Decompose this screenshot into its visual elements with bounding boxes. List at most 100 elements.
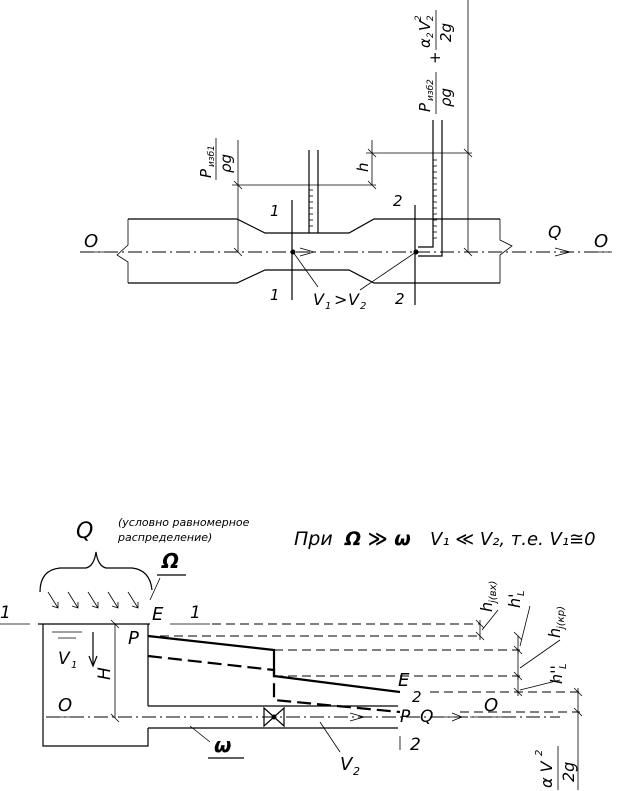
section-1-bottom-label: 1 bbox=[270, 286, 280, 304]
omega-small-leader bbox=[189, 725, 211, 743]
hj-kr-label: h j(кр) bbox=[545, 606, 567, 638]
dim-p2-tick bbox=[463, 148, 473, 158]
svg-text:2: 2 bbox=[412, 688, 422, 706]
note-line-2: распределение) bbox=[117, 531, 212, 544]
leader-hl2 bbox=[519, 679, 561, 691]
two-g-label: 2g bbox=[437, 23, 455, 42]
pitot-tube-outer bbox=[418, 120, 434, 248]
O-right-label: O bbox=[484, 695, 498, 716]
condition-rel: Ω ≫ ω bbox=[344, 528, 411, 550]
pipe-flow-arrow bbox=[349, 712, 366, 722]
velocity-head-label: α V 2 2g bbox=[534, 746, 578, 790]
v2-label: V bbox=[416, 19, 434, 31]
leader-v2 bbox=[359, 251, 417, 291]
flow-arrow-2 bbox=[554, 247, 572, 257]
p2-label: P bbox=[416, 102, 434, 112]
svg-text:2: 2 bbox=[353, 765, 360, 778]
svg-text:j(кр): j(кр) bbox=[556, 606, 567, 631]
dim-p1-tick-top bbox=[233, 180, 243, 190]
flow-label-top: Q bbox=[548, 223, 561, 243]
svg-text:α V: α V bbox=[537, 760, 556, 788]
section-1-left-label: 1 bbox=[0, 603, 11, 623]
valve-center bbox=[271, 714, 277, 720]
hj-in-label: h j(вх) bbox=[477, 581, 499, 612]
bottom-figure: Q (условно равномерное распределение) Ω … bbox=[0, 516, 596, 790]
p1-label: P bbox=[197, 168, 215, 178]
svg-text:h: h bbox=[545, 628, 564, 638]
top-figure: P изб1 ρg P изб2 ρg + α 2 V 2 2 2g h 1 1… bbox=[80, 0, 612, 312]
dim-p2-tick-bottom bbox=[463, 247, 473, 257]
flow-arrow-1 bbox=[299, 247, 316, 257]
section-1-top-label: 1 bbox=[270, 202, 280, 220]
rho-g-label: ρg bbox=[217, 154, 235, 173]
section-2-bottom-label: 2 bbox=[395, 290, 405, 308]
inflow-arrows bbox=[47, 591, 139, 609]
dim-H-tick-top bbox=[110, 619, 120, 629]
svg-text:h: h bbox=[477, 602, 496, 612]
svg-text:1: 1 bbox=[71, 660, 77, 671]
svg-text:V: V bbox=[313, 290, 325, 309]
pipe-upper-wall bbox=[128, 218, 500, 234]
svg-text:h': h' bbox=[505, 593, 524, 608]
dim-h-tick-top bbox=[367, 148, 377, 158]
condition-v: V₁ ≪ V₂, т.е. V₁≅0 bbox=[430, 529, 596, 550]
leader-hj-in bbox=[481, 609, 499, 631]
P-top-label: P bbox=[128, 628, 139, 649]
pitot-tube-fill bbox=[433, 159, 437, 239]
svg-text:2: 2 bbox=[360, 301, 366, 312]
Q-right-label: Q bbox=[420, 707, 433, 727]
svg-text:h'': h'' bbox=[547, 665, 566, 684]
dim-H-tick-bottom bbox=[110, 713, 120, 723]
H-label: H bbox=[95, 667, 115, 680]
note-line-1: (условно равномерное bbox=[118, 516, 250, 529]
v1-arrow-head bbox=[88, 655, 98, 668]
energy-line bbox=[147, 634, 401, 694]
h-label: h bbox=[354, 162, 372, 172]
svg-text:E: E bbox=[398, 670, 410, 691]
v1-gt-v2-label: V 1 > V 2 bbox=[313, 290, 366, 312]
O-left-label: O bbox=[58, 695, 72, 716]
svg-text:j(вх): j(вх) bbox=[488, 581, 499, 605]
svg-text:1: 1 bbox=[325, 301, 331, 312]
hl2-label: h'' L bbox=[547, 663, 569, 684]
hl1-label: h' L bbox=[505, 590, 527, 608]
tank-walls bbox=[42, 624, 149, 747]
leader-hj-kr bbox=[519, 639, 561, 669]
pipe-lower-wall bbox=[128, 269, 500, 284]
condition-pri: При bbox=[294, 528, 333, 550]
pipe-break-left bbox=[116, 219, 129, 283]
svg-text:L: L bbox=[516, 590, 527, 596]
brace bbox=[39, 551, 153, 593]
v1-label: V 1 bbox=[58, 649, 77, 671]
svg-text:V: V bbox=[340, 754, 354, 775]
svg-text:>: > bbox=[334, 290, 347, 309]
valve-icon bbox=[263, 706, 285, 728]
leader-hl1 bbox=[519, 605, 531, 647]
p1-sub: изб1 bbox=[207, 145, 217, 167]
svg-text:V: V bbox=[348, 290, 360, 309]
plus-sign: + bbox=[426, 51, 444, 64]
rho-g2-label: ρg bbox=[437, 88, 455, 107]
svg-text:L: L bbox=[558, 663, 569, 669]
axis-right-label: O bbox=[594, 231, 608, 252]
E2-label: E 2 bbox=[398, 670, 422, 706]
section-1-right-label: 1 bbox=[190, 603, 201, 623]
omega-small-label: ω bbox=[214, 733, 231, 757]
Q-right-arrow bbox=[436, 712, 464, 722]
leader-v1 bbox=[292, 251, 319, 288]
q-label-top: Q bbox=[76, 519, 93, 544]
alpha-sub: 2 bbox=[426, 32, 436, 38]
p2-sub: изб2 bbox=[426, 79, 436, 101]
V2-label: V 2 bbox=[340, 754, 360, 778]
E1-label: E bbox=[152, 604, 164, 625]
svg-text:2: 2 bbox=[534, 750, 545, 756]
section-2-top-label: 2 bbox=[393, 192, 403, 210]
v2-sub: 2 bbox=[426, 15, 436, 21]
v2-sup: 2 bbox=[414, 15, 424, 21]
section-2-label: 2 bbox=[410, 735, 421, 755]
v2-leader bbox=[319, 721, 341, 753]
piezometric-line bbox=[147, 654, 401, 714]
pipe-break-right bbox=[499, 219, 513, 283]
dim-p1-tick-bottom bbox=[233, 247, 243, 257]
